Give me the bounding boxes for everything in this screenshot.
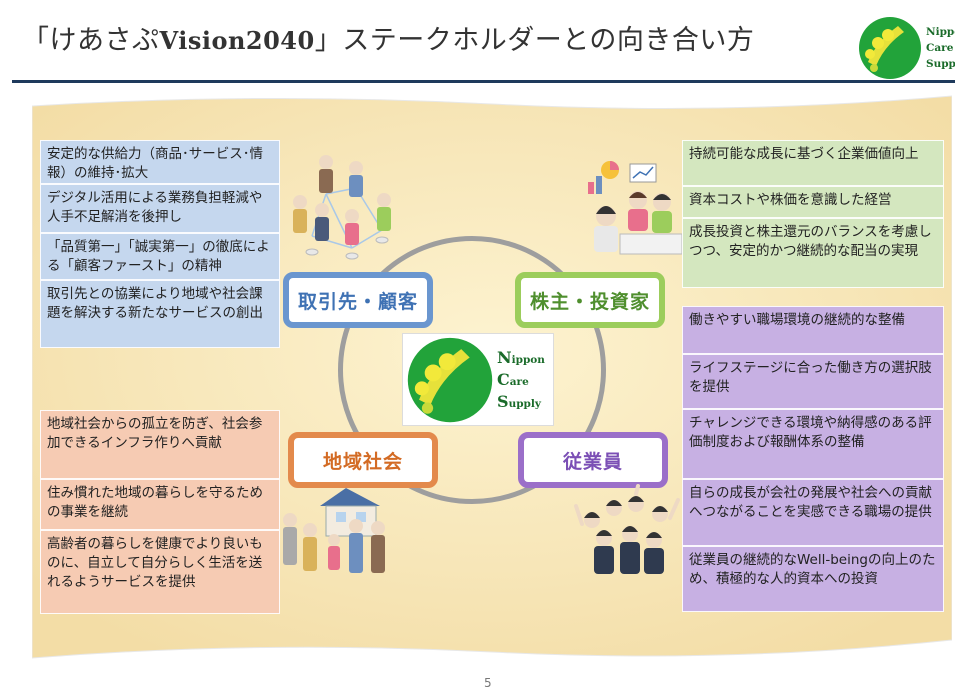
shareholders-item-3: 成長投資と株主還元のバランスを考慮しつつ、安定的かつ継続的な配当の実現	[682, 218, 944, 288]
title-vision: Vision2040	[159, 26, 315, 55]
corner-logo-text: Nippo Care Supp	[926, 26, 955, 70]
community-item-2: 住み慣れた地域の暮らしを守るための事業を継続	[40, 479, 280, 530]
shareholders-meeting-illustration	[588, 161, 683, 255]
community-people-illustration	[283, 488, 385, 573]
employees-item-2: ライフステージに合った働き方の選択肢を提供	[682, 354, 944, 409]
hub-employees: 従業員	[518, 432, 668, 488]
hub-shareholders: 株主・投資家	[515, 272, 665, 328]
employees-item-5: 従業員の継続的なWell-beingの向上のため、積極的な人的資本への投資	[682, 546, 944, 612]
stakeholder-ring	[338, 236, 606, 504]
corner-logo: Nippo Care Supp	[858, 16, 955, 80]
customers-item-2: デジタル活用による業務負担軽減や人手不足解消を後押し	[40, 184, 280, 233]
page-number: 5	[484, 676, 492, 690]
page-title: 「けあさぷVision2040」ステークホルダーとの向き合い方	[22, 25, 755, 56]
community-item-3: 高齢者の暮らしを健康でより良いものに、自立して自分らしく生活を送れるようサービス…	[40, 530, 280, 614]
ncs-logo-mark-icon	[407, 337, 493, 423]
shareholders-item-1: 持続可能な成長に基づく企業価値向上	[682, 140, 944, 186]
hub-customers: 取引先・顧客	[283, 272, 433, 328]
center-logo: Nippon Care Supply	[402, 333, 554, 426]
shareholders-item-2: 資本コストや株価を意識した経営	[682, 186, 944, 218]
ncs-logo-mark-icon	[859, 17, 921, 79]
customers-item-4: 取引先との協業により地域や社会課題を解決する新たなサービスの創出	[40, 280, 280, 348]
hub-community: 地域社会	[288, 432, 438, 488]
logo-wordmark: Nippon Care Supply	[497, 348, 545, 411]
customers-network-illustration	[293, 155, 391, 260]
customers-item-3: 「品質第一」「誠実第一」の徹底による「顧客ファースト」の精神	[40, 233, 280, 280]
employees-cheering-illustration	[574, 484, 680, 574]
customers-item-1: 安定的な供給力（商品･サービス･情報）の維持･拡大	[40, 140, 280, 184]
community-item-1: 地域社会からの孤立を防ぎ、社会参加できるインフラ作りへ貢献	[40, 410, 280, 479]
title-divider	[12, 80, 955, 83]
employees-item-3: チャレンジできる環境や納得感のある評価制度および報酬体系の整備	[682, 409, 944, 479]
employees-item-1: 働きやすい職場環境の継続的な整備	[682, 306, 944, 354]
employees-item-4: 自らの成長が会社の発展や社会への貢献へつながることを実感できる職場の提供	[682, 479, 944, 546]
